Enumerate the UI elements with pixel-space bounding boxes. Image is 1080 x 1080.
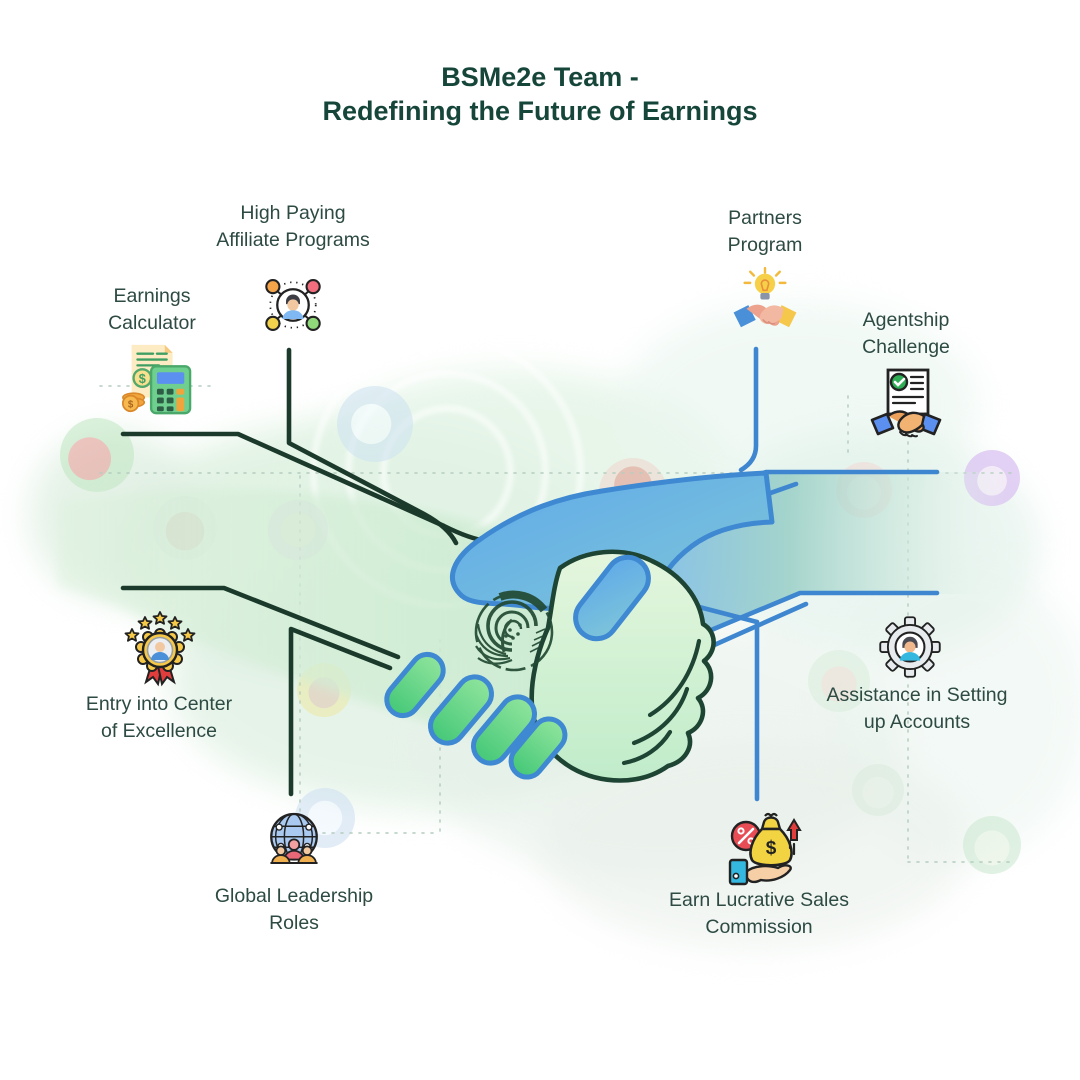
avatar-bubble xyxy=(852,764,904,816)
svg-text:$: $ xyxy=(766,838,777,859)
excellence-medal-icon xyxy=(118,604,202,692)
avatar-bubble xyxy=(808,650,870,712)
agreement-document-icon xyxy=(866,366,946,450)
fist-finger-curls xyxy=(621,638,702,766)
svg-text:$: $ xyxy=(139,372,146,386)
title-line-1: BSMe2e Team - xyxy=(441,62,639,92)
gear-person-icon xyxy=(876,612,944,682)
title-line-2: Redefining the Future of Earnings xyxy=(322,96,758,126)
connector-affiliate xyxy=(286,347,459,546)
calculator-receipt-icon: $ $ xyxy=(116,341,194,419)
connector-leadership xyxy=(288,626,393,797)
connector-partners xyxy=(738,346,759,473)
avatar-bubble xyxy=(337,386,413,462)
avatar-bubble xyxy=(60,418,134,492)
page-title: BSMe2e Team - Redefining the Future of E… xyxy=(160,60,920,128)
avatar-bubble xyxy=(963,816,1021,874)
svg-text:$: $ xyxy=(128,399,134,410)
blue-hand-fingers xyxy=(384,651,568,780)
globe-people-icon xyxy=(259,805,329,879)
connector-commission xyxy=(673,598,760,802)
affiliate-network-icon xyxy=(258,266,328,344)
connector-assistance-arm-bottom xyxy=(689,590,940,641)
center-emblem xyxy=(474,590,554,672)
blue-thumb xyxy=(573,554,651,642)
partners-handshake-icon xyxy=(728,266,802,346)
commission-moneybag-icon: $ xyxy=(724,808,804,894)
connector-excellence xyxy=(120,585,401,660)
